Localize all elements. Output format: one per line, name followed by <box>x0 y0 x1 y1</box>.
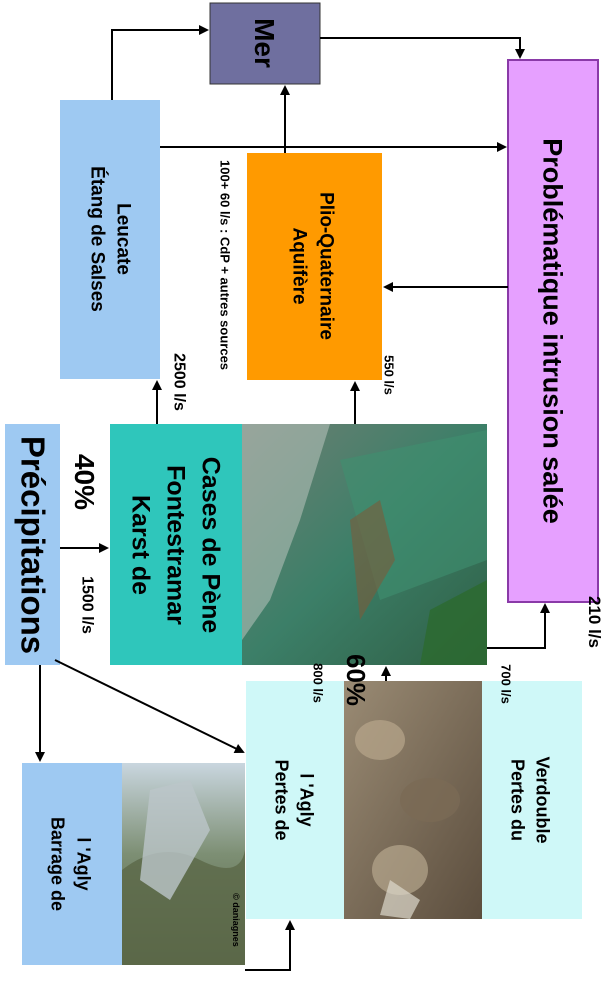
karst-label-2: Fontestramar <box>161 465 189 625</box>
mer-box <box>209 2 321 85</box>
aquifere-label-1: Aquifère <box>288 227 309 304</box>
barrage-label-2: l 'Agly <box>74 837 94 890</box>
etang-box <box>60 100 160 379</box>
flow-210-label: 210 l/s <box>585 596 604 648</box>
pertes-verdouble-label-1: Pertes du <box>508 759 528 841</box>
aquifere-box <box>247 153 382 380</box>
pertes-verdouble-label-2: Verdouble <box>533 756 553 843</box>
precipitations-box <box>5 424 60 665</box>
etang-label-2: Leucate <box>112 203 133 275</box>
aquifere-label-2: Plio-Quaternaire <box>315 192 336 340</box>
flow-700-label: 700 l/s <box>498 664 513 704</box>
karst-label-3: Cases de Pène <box>196 457 224 634</box>
barrage-box <box>22 763 122 965</box>
pertes-agly-label-2: l 'Agly <box>297 773 317 826</box>
flow-1500-label: 1500 l/s <box>78 576 95 634</box>
barrage-photo <box>122 763 245 965</box>
etang-label-1: Étang de Salses <box>86 166 108 312</box>
mer-label: Mer <box>249 18 280 68</box>
pertes-verdouble-box <box>482 681 582 919</box>
intrusion-label: Problématique intrusion salée <box>538 138 568 524</box>
karst-box <box>110 424 242 665</box>
river-photo <box>242 424 487 665</box>
barrage-label-1: Barrage de <box>48 817 68 911</box>
flow-2500-label: 2500 l/s <box>170 353 187 411</box>
pct-60-label: 60% <box>341 654 371 706</box>
intrusion-box <box>507 59 599 603</box>
pct-40-label: 40% <box>69 454 100 510</box>
pertes-agly-label-1: Pertes de <box>272 759 292 840</box>
flow-800-label: 800 l/s <box>310 663 325 703</box>
precipitations-label: Précipitations <box>14 436 51 654</box>
karst-label-1: Karst de <box>126 495 154 595</box>
flow-sources-label: 100+ 60 l/s : CdP + autres sources <box>217 160 232 370</box>
pertes-agly-box <box>246 681 344 919</box>
arrows <box>35 25 550 971</box>
rocks-photo <box>344 681 482 919</box>
flow-550-label: 550 l/s <box>381 355 396 395</box>
photo-credit-label: © daniagnes <box>231 893 241 947</box>
